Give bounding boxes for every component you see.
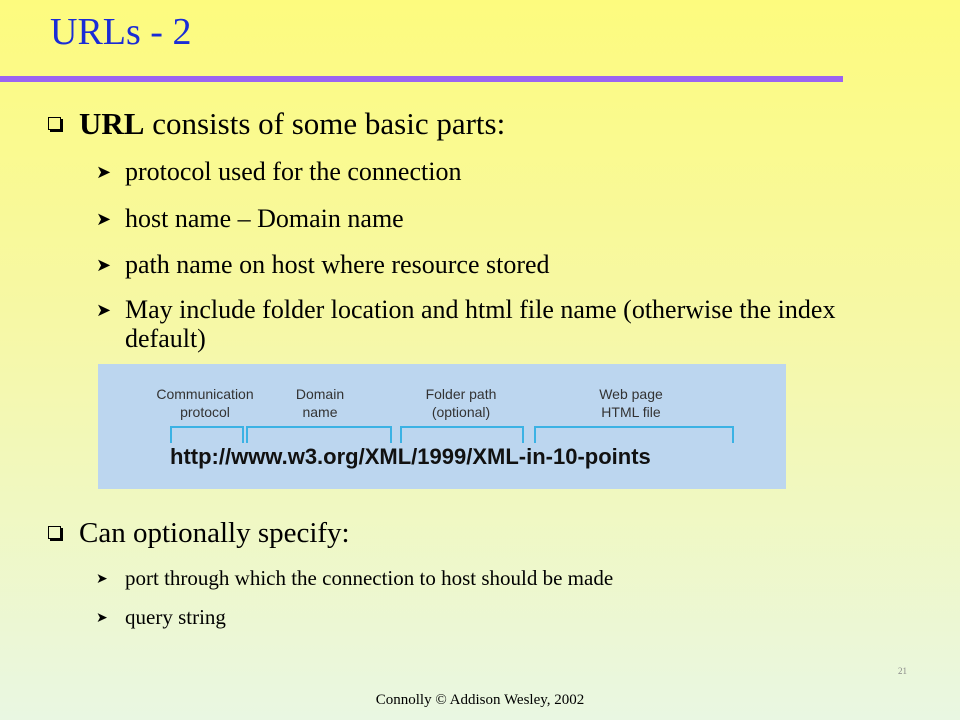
sub-bullet-text: query string — [125, 605, 226, 629]
title-divider — [0, 76, 843, 82]
bracket-domain — [246, 426, 392, 443]
arrow-bullet-icon: ➤ — [96, 300, 112, 321]
sub-bullet-text: protocol used for the connection — [125, 157, 462, 186]
slide-title: URLs - 2 — [50, 11, 192, 53]
footer-credit: Connolly © Addison Wesley, 2002 — [375, 692, 585, 708]
sub-bullet: ➤ query string — [96, 605, 896, 629]
square-bullet-icon — [48, 117, 61, 131]
example-url: http://www.w3.org/XML/1999/XML-in-10-poi… — [170, 444, 651, 469]
arrow-bullet-icon: ➤ — [96, 610, 108, 626]
arrow-bullet-icon: ➤ — [96, 255, 112, 276]
sub-bullet: ➤ path name on host where resource store… — [96, 250, 896, 280]
arrow-bullet-icon: ➤ — [96, 209, 112, 230]
square-bullet-icon — [48, 525, 61, 539]
bullet-text: Can optionally specify: — [79, 517, 350, 549]
bullet-bold-term: URL — [79, 106, 145, 141]
bullet-url-parts: URL consists of some basic parts: — [48, 106, 506, 141]
bracket-webpage — [534, 426, 734, 443]
sub-bullet-text: path name on host where resource stored — [125, 250, 550, 279]
diagram-label-folder: Folder path (optional) — [425, 386, 497, 420]
sub-bullet: ➤ host name – Domain name — [96, 204, 896, 234]
sub-bullet-text: host name – Domain name — [125, 204, 404, 233]
diagram-label-protocol: Communication protocol — [156, 386, 254, 420]
diagram-label-webpage: Web page HTML file — [599, 386, 663, 420]
bullet-text: consists of some basic parts: — [144, 106, 506, 141]
sub-bullet-text: port through which the connection to hos… — [125, 566, 614, 590]
bracket-folder — [400, 426, 524, 443]
bracket-protocol — [170, 426, 244, 443]
sub-bullet: ➤ protocol used for the connection — [96, 157, 896, 187]
sub-bullet: ➤ port through which the connection to h… — [96, 566, 896, 590]
sub-bullet: ➤ May include folder location and html f… — [96, 295, 896, 353]
arrow-bullet-icon: ➤ — [96, 162, 112, 183]
url-anatomy-diagram: Communication protocol Domain name Folde… — [98, 364, 786, 489]
arrow-bullet-icon: ➤ — [96, 571, 108, 587]
diagram-label-domain: Domain name — [295, 386, 345, 420]
bullet-optional: Can optionally specify: — [48, 517, 350, 550]
sub-bullet-text: May include folder location and html fil… — [125, 295, 836, 353]
page-number: 21 — [898, 666, 907, 676]
